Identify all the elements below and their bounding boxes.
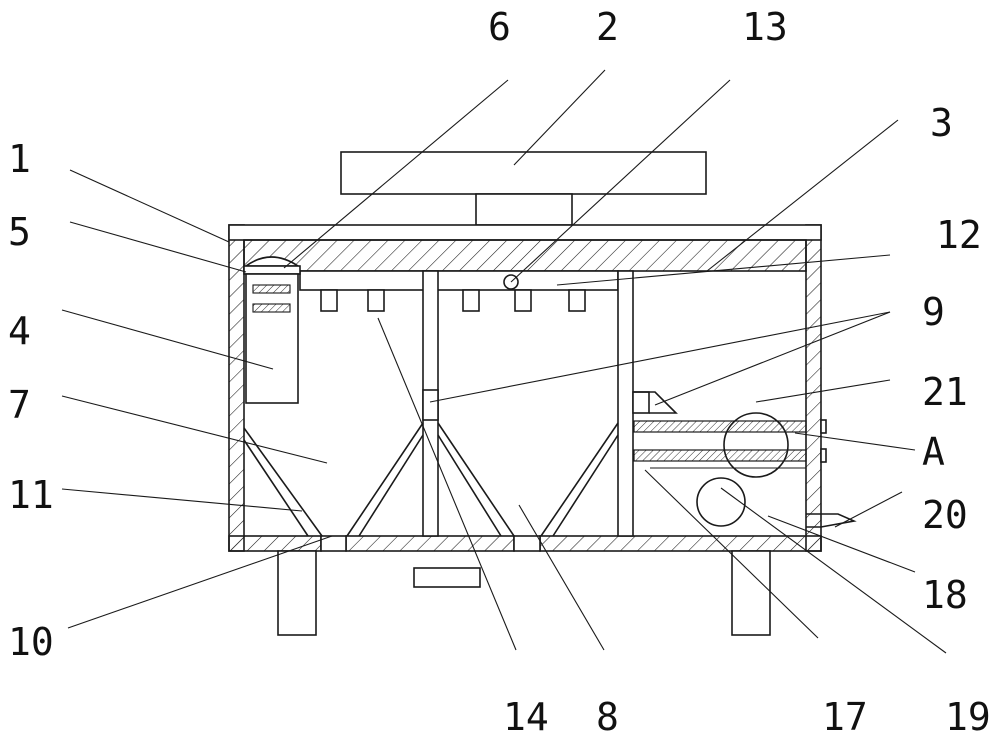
nozzle xyxy=(568,289,586,312)
roller-19 xyxy=(696,477,746,527)
filter-mesh-lower xyxy=(252,303,291,313)
funnel-side xyxy=(552,434,619,537)
label-10: 10 xyxy=(8,620,54,664)
top-plate-stem xyxy=(475,193,573,226)
label-7: 7 xyxy=(8,383,31,427)
label-4: 4 xyxy=(8,309,31,353)
housing-top-edge xyxy=(228,224,822,241)
spray-bar xyxy=(299,270,619,291)
baffle-9 xyxy=(633,391,678,414)
outlet-mid xyxy=(513,535,541,552)
partition-right xyxy=(617,270,634,537)
housing-left-wall xyxy=(228,224,245,552)
rails xyxy=(633,419,827,469)
partition-middle-joint xyxy=(422,389,439,421)
nozzle xyxy=(514,289,532,312)
label-9: 9 xyxy=(922,290,945,334)
nozzle xyxy=(320,289,338,312)
label-2: 2 xyxy=(596,5,619,49)
outlet-left xyxy=(320,535,347,552)
housing-right-wall xyxy=(805,224,822,552)
label-1: 1 xyxy=(8,137,31,181)
leg-left xyxy=(277,550,317,636)
reference-numerals: 1 5 4 7 11 10 6 2 13 3 12 9 21 A 20 18 1… xyxy=(8,5,991,739)
nozzle xyxy=(462,289,480,312)
label-18: 18 xyxy=(922,573,968,617)
funnel-side xyxy=(437,422,515,537)
nozzle xyxy=(367,289,385,312)
label-19: 19 xyxy=(945,695,991,739)
label-6: 6 xyxy=(488,5,511,49)
housing-bottom-wall-right xyxy=(539,535,822,552)
leg-right xyxy=(731,550,771,636)
funnel-side xyxy=(540,422,619,537)
rail-end-upper xyxy=(820,419,827,434)
filter-unit xyxy=(243,256,301,404)
lid-plate xyxy=(243,239,807,272)
housing-bottom-wall-left xyxy=(228,535,322,552)
rail-lower xyxy=(633,449,807,462)
rail-upper xyxy=(633,420,807,433)
label-A: A xyxy=(922,430,945,474)
funnel-supports xyxy=(243,422,619,537)
housing-bottom-wall-mid xyxy=(345,535,515,552)
nozzles xyxy=(320,289,586,312)
bottom-block xyxy=(413,567,481,588)
detail-circle-A xyxy=(723,412,789,478)
funnel-side xyxy=(243,427,323,537)
funnel-side xyxy=(346,422,424,537)
label-3: 3 xyxy=(930,101,953,145)
outlet-spout-20 xyxy=(806,513,857,528)
label-21: 21 xyxy=(922,370,968,414)
funnel-side xyxy=(243,439,309,537)
filter-cap-base xyxy=(243,265,301,275)
funnel-side xyxy=(437,434,502,537)
label-11: 11 xyxy=(8,473,54,517)
top-plate xyxy=(340,151,707,195)
label-5: 5 xyxy=(8,210,31,254)
rail-end-lower xyxy=(820,448,827,463)
label-17: 17 xyxy=(822,695,868,739)
filter-mesh-upper xyxy=(252,284,291,294)
label-14: 14 xyxy=(503,695,549,739)
funnel-side xyxy=(358,434,424,537)
label-12: 12 xyxy=(936,213,982,257)
bracket-9 xyxy=(632,391,650,414)
label-20: 20 xyxy=(922,493,968,537)
leader-lines xyxy=(61,69,947,654)
filter-body xyxy=(245,273,299,404)
label-13: 13 xyxy=(742,5,788,49)
label-8: 8 xyxy=(596,695,619,739)
